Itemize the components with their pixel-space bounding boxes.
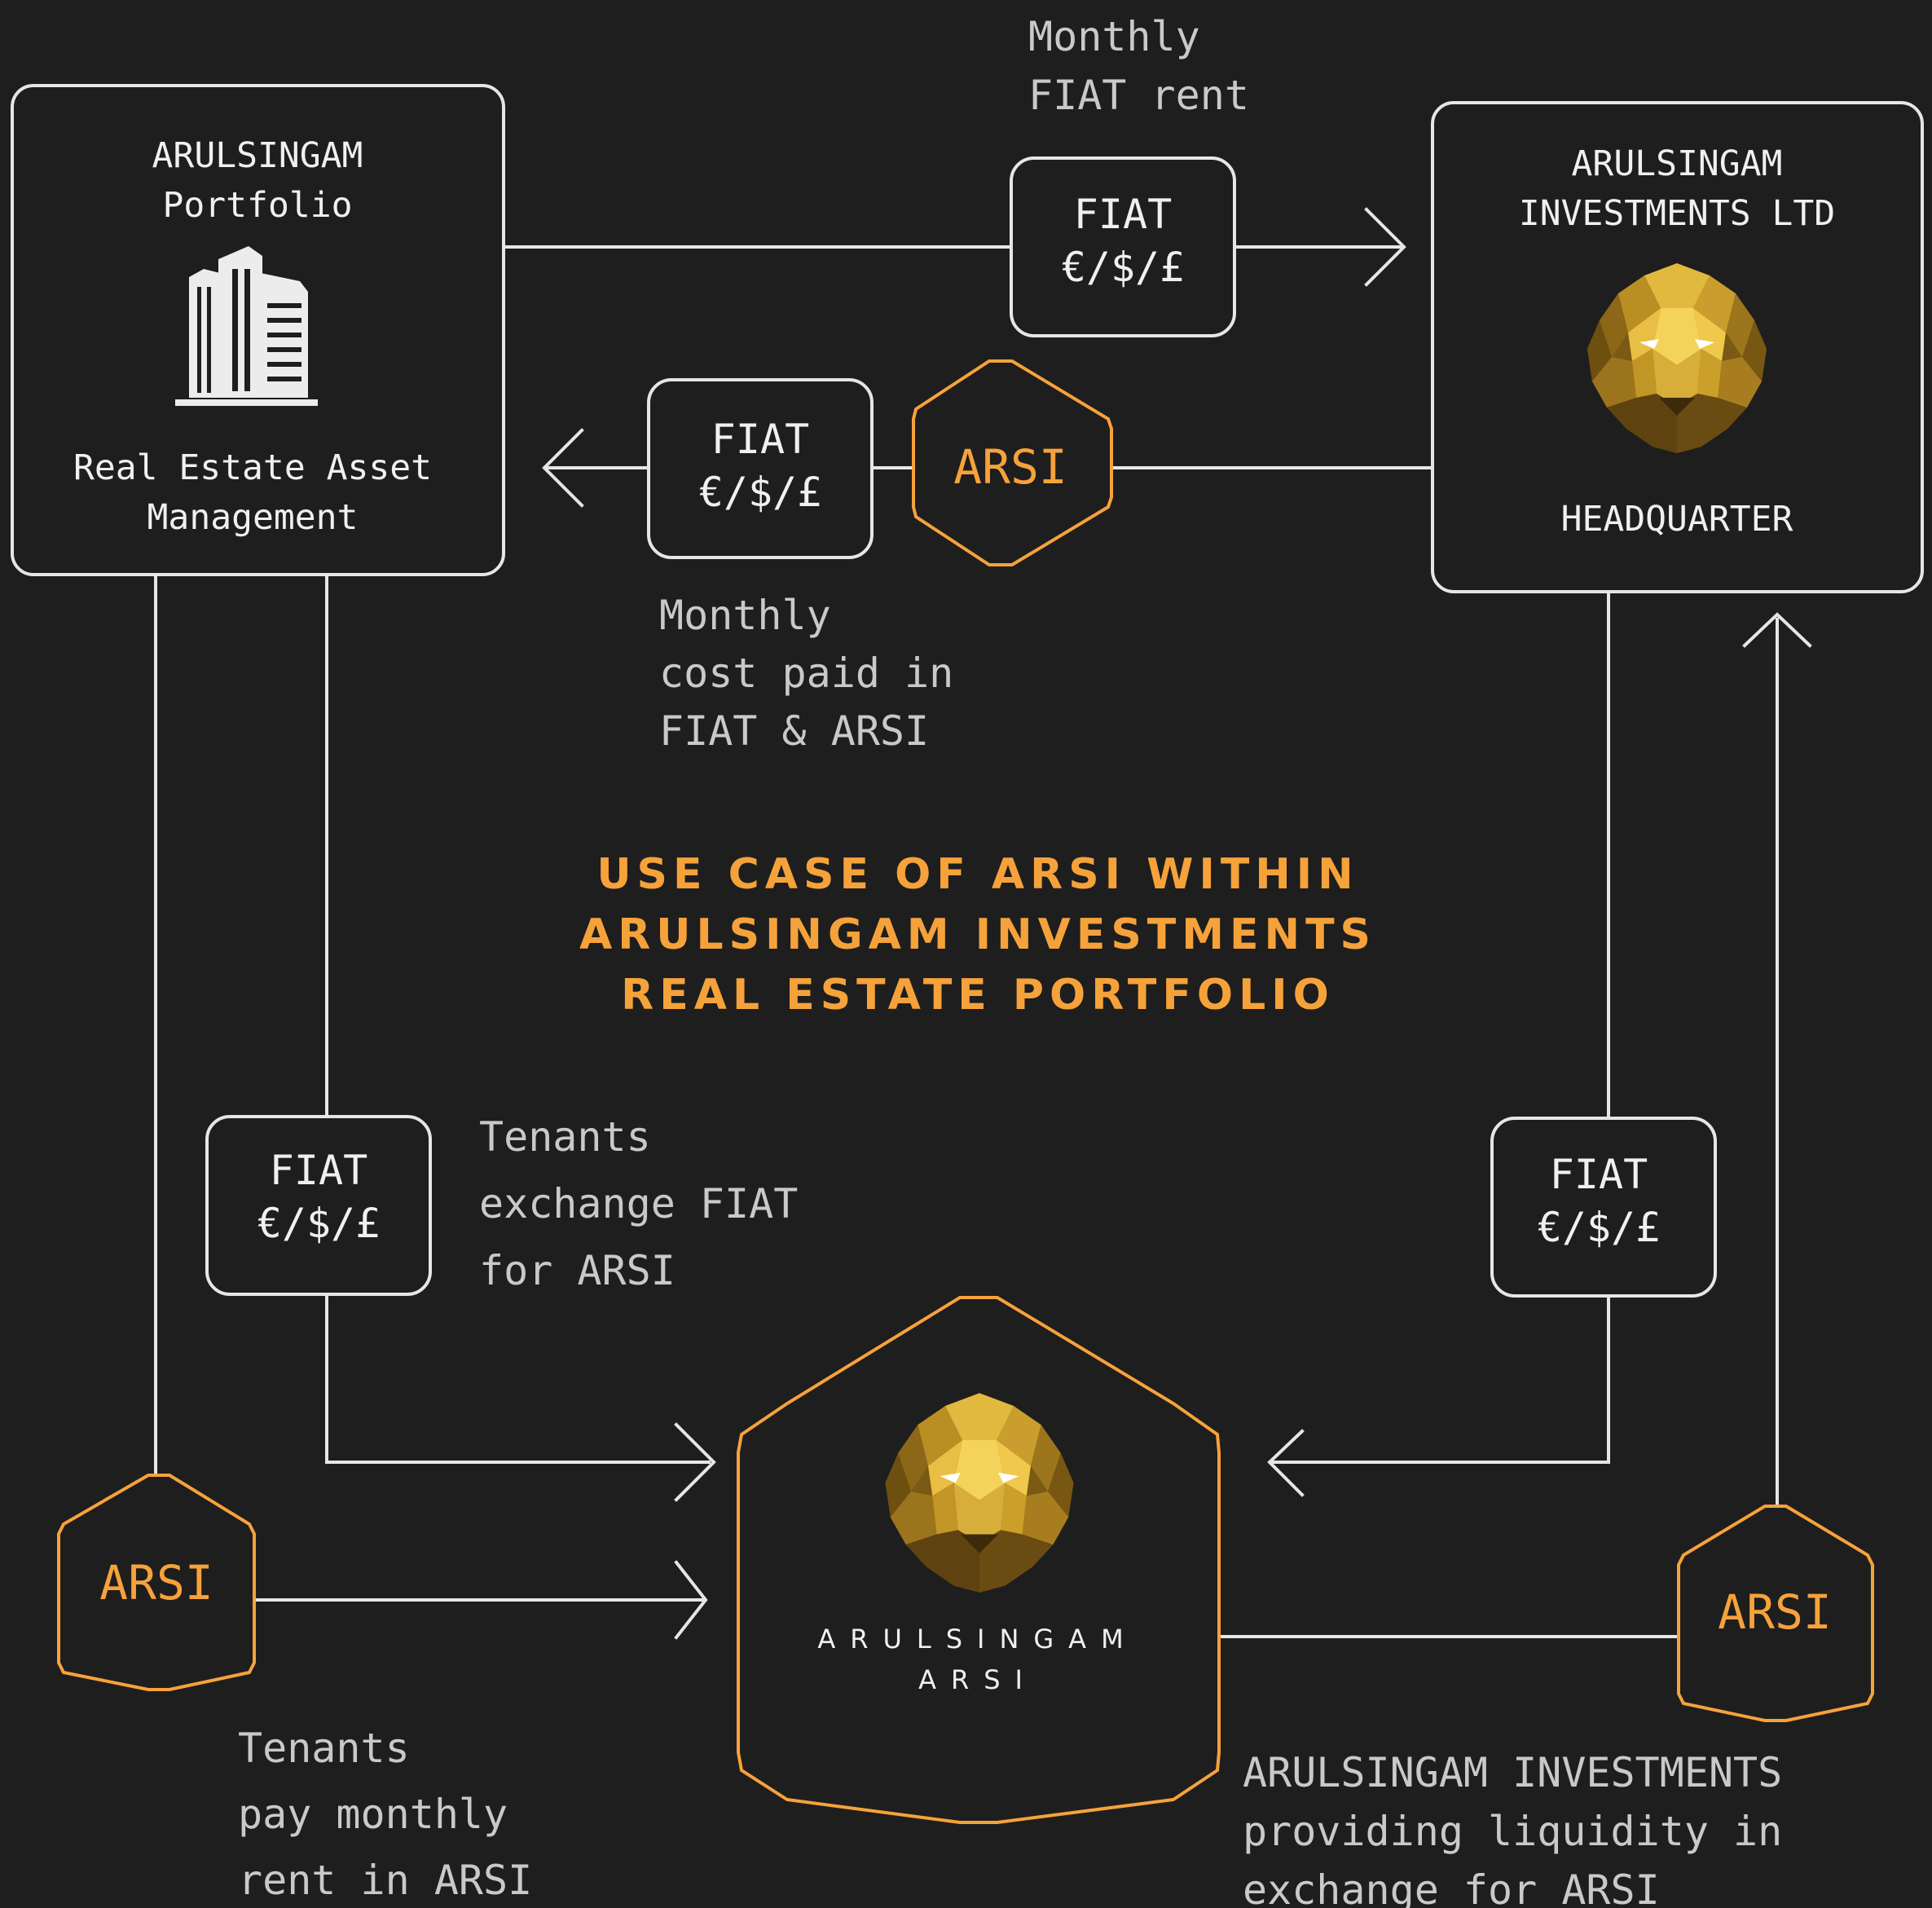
portfolio-title-line1: ARULSINGAM <box>152 135 363 176</box>
fiat-box-top[interactable]: FIAT €/$/£ <box>1010 156 1236 337</box>
arsi-hex-tenants[interactable]: ARSI <box>57 1474 256 1691</box>
portfolio-footer-line2: Management <box>147 497 359 538</box>
fiat-label: FIAT <box>1550 1151 1648 1198</box>
center-brand: ARULSINGAM <box>817 1624 1138 1655</box>
hq-title-line2: INVESTMENTS LTD <box>1519 193 1835 234</box>
arsi-hex-liquidity[interactable]: ARSI <box>1677 1505 1874 1722</box>
annotation-line: Tenants <box>479 1113 651 1161</box>
title-line3: REAL ESTATE PORTFOLIO <box>621 971 1335 1020</box>
diagram-title: USE CASE OF ARSI WITHIN ARULSINGAM INVES… <box>579 850 1376 1020</box>
annotation-line: pay monthly <box>238 1791 508 1838</box>
annotation-cost: Monthly cost paid in FIAT & ARSI <box>659 592 953 755</box>
hq-title-line1: ARULSINGAM <box>1572 143 1783 184</box>
annotation-line: FIAT rent <box>1028 72 1249 119</box>
portfolio-title-line2: Portfolio <box>163 185 353 226</box>
arsi-label: ARSI <box>1718 1584 1832 1640</box>
annotation-line: Monthly <box>659 592 831 639</box>
annotation-line: exchange for ARSI <box>1243 1866 1660 1908</box>
fiat-box-liquidity[interactable]: FIAT €/$/£ <box>1490 1117 1717 1298</box>
center-sub: ARSI <box>918 1664 1037 1695</box>
portfolio-node[interactable]: ARULSINGAM Portfolio Real Estate Asset M… <box>11 84 505 576</box>
fiat-box-cost[interactable]: FIAT €/$/£ <box>647 378 874 559</box>
title-line2: ARULSINGAM INVESTMENTS <box>579 910 1376 959</box>
annotation-line: providing liquidity in <box>1243 1808 1782 1855</box>
title-line1: USE CASE OF ARSI WITHIN <box>596 850 1358 899</box>
arsi-hex-cost[interactable]: ARSI <box>912 359 1113 566</box>
fiat-currencies: €/$/£ <box>1062 244 1185 291</box>
annotation-line: FIAT & ARSI <box>659 707 929 755</box>
annotation-rent-top: Monthly FIAT rent <box>1028 13 1249 119</box>
hq-footer: HEADQUARTER <box>1561 499 1793 540</box>
fiat-label: FIAT <box>270 1147 367 1194</box>
annotation-line: exchange FIAT <box>479 1180 798 1227</box>
fiat-label: FIAT <box>711 416 809 463</box>
annotation-line: Tenants <box>238 1725 410 1772</box>
annotation-tenants-exchange: Tenants exchange FIAT for ARSI <box>479 1113 798 1294</box>
annotation-line: for ARSI <box>479 1247 676 1294</box>
annotation-line: cost paid in <box>659 650 953 697</box>
fiat-label: FIAT <box>1074 191 1172 238</box>
annotation-line: Monthly <box>1028 13 1200 60</box>
arsi-center-node[interactable]: ARULSINGAM ARSI <box>737 1296 1221 1824</box>
annotation-liquidity: ARULSINGAM INVESTMENTS providing liquidi… <box>1243 1749 1782 1908</box>
fiat-currencies: €/$/£ <box>699 469 822 516</box>
buildings-icon <box>175 246 318 406</box>
arsi-label: ARSI <box>99 1555 213 1611</box>
fiat-currencies: €/$/£ <box>257 1200 381 1247</box>
annotation-line: rent in ARSI <box>238 1857 532 1904</box>
fiat-box-tenants[interactable]: FIAT €/$/£ <box>205 1115 432 1296</box>
annotation-line: ARULSINGAM INVESTMENTS <box>1243 1749 1782 1796</box>
fiat-currencies: €/$/£ <box>1538 1204 1661 1251</box>
arsi-label: ARSI <box>953 439 1067 495</box>
portfolio-footer-line1: Real Estate Asset <box>73 447 432 488</box>
annotation-tenants-pay: Tenants pay monthly rent in ARSI <box>238 1725 532 1904</box>
headquarter-node[interactable]: ARULSINGAM INVESTMENTS LTD HEADQUARTER <box>1431 101 1924 593</box>
connector-lines <box>154 207 1812 1640</box>
